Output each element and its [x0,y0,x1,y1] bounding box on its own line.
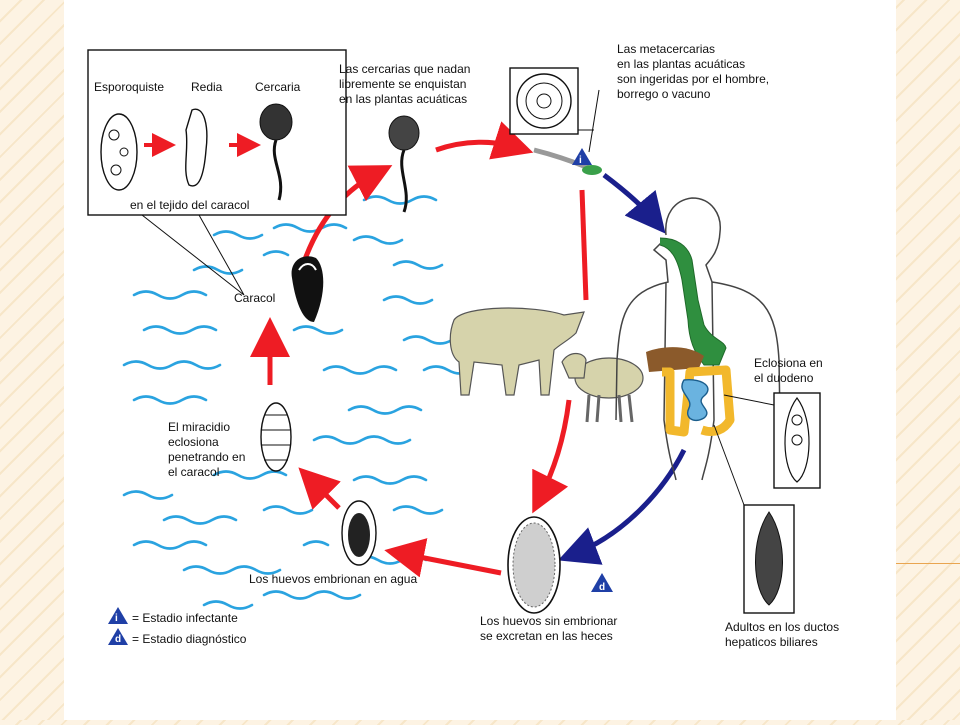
lifecycle-canvas: Esporoquiste Redia Cercaria en el tejido… [64,0,896,720]
svg-text:i: i [579,155,582,166]
label-caracol: Caracol [234,291,275,305]
cercaria-illustration [259,103,293,141]
arrow-cercaria-to-metacercaria [435,121,534,160]
label-adultos-1: Adultos en los ductos [725,620,839,634]
snail-illustration [291,256,324,322]
svg-text:d: d [599,582,605,593]
metacercaria-illustration [509,67,594,135]
label-tejido: en el tejido del caracol [130,198,249,212]
fasciola-lifecycle-diagram: Esporoquiste Redia Cercaria en el tejido… [87,42,839,649]
water-waves [122,195,474,610]
arrow-human-to-egg [558,448,687,565]
excystation-inset [723,392,821,489]
liver [646,347,704,372]
embryonated-egg-illustration [341,500,377,566]
human-figure [615,197,781,481]
label-miracidio-3: penetrando en [168,450,245,464]
sporocyst-illustration [100,113,138,191]
svg-text:i: i [115,613,118,624]
label-huevos-agua: Los huevos embrionan en agua [249,572,417,586]
legend-diagnostic-label: = Estadio diagnóstico [132,632,247,646]
intestine-small [681,379,709,422]
arrow-plants-to-animals [579,189,589,301]
infective-badge: i [572,148,592,166]
redia-illustration [185,108,208,187]
red-cycle-arrows [250,121,589,578]
label-esporoquiste: Esporoquiste [94,80,164,94]
diagnostic-badge: d [591,573,613,593]
miracidium-illustration [260,402,292,472]
cow-illustration [449,307,585,396]
label-metacercarias-2: en las plantas acuáticas [617,57,745,71]
arrow-animals-to-egg [532,399,572,514]
arrow-plant-to-human [602,173,666,234]
label-eclosiona-2: el duodeno [754,371,814,385]
sheep-illustration [561,352,644,423]
label-cercaria: Cercaria [255,80,301,94]
arrow-embryonated-to-miracidium [298,467,341,510]
blue-cycle-arrows [558,173,687,565]
legend: i = Estadio infectante d = Estadio diagn… [108,607,247,646]
adult-fluke-inset [713,424,795,614]
label-redia: Redia [191,80,223,94]
label-eclosiona-1: Eclosiona en [754,356,823,370]
arrow-egg-to-embryonated [384,538,502,578]
unembryonated-egg-illustration [507,516,561,614]
digestive-tract [659,237,727,366]
label-miracidio-1: El miracidio [168,420,230,434]
free-cercaria-illustration [388,115,420,213]
legend-infective-label: = Estadio infectante [132,611,238,625]
label-cercarias-3: en las plantas acuáticas [339,92,467,106]
label-cercarias-1: Las cercarias que nadan [339,62,470,76]
svg-text:d: d [115,634,121,645]
label-metacercarias-3: son ingeridas por el hombre, [617,72,769,86]
snail-tissue-inset: Esporoquiste Redia Cercaria en el tejido… [87,49,347,216]
label-adultos-2: hepaticos biliares [725,635,818,649]
label-metacercarias-1: Las metacercarias [617,42,715,56]
decorative-side-line [896,563,960,564]
legend-infective-badge: i [108,607,128,624]
label-cercarias-2: libremente se enquistan [339,77,466,91]
label-metacercarias-4: borrego o vacuno [617,87,711,101]
label-huevos-heces-1: Los huevos sin embrionar [480,614,617,628]
label-miracidio-4: el caracol [168,465,219,479]
aquatic-plant-illustration [533,147,602,175]
label-huevos-heces-2: se excretan en las heces [480,629,613,643]
label-miracidio-2: eclosiona [168,435,219,449]
legend-diagnostic-badge: d [108,628,128,645]
intestine-large [662,365,735,437]
